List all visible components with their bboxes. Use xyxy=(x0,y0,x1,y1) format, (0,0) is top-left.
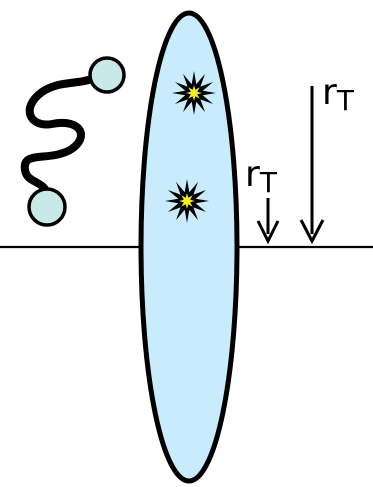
short-arrow xyxy=(258,198,278,241)
rt-near-label: rT xyxy=(245,154,278,199)
rt-near-main: r xyxy=(245,154,260,195)
rt-far-label: rT xyxy=(322,72,355,117)
molecule-icon xyxy=(25,58,124,225)
starburst-core xyxy=(186,85,202,101)
starburst-core xyxy=(179,193,195,209)
rt-near-sub: T xyxy=(259,166,278,199)
molecule-bottom-ball xyxy=(29,189,65,225)
molecule-squiggle xyxy=(25,78,95,196)
rt-far-main: r xyxy=(322,72,337,113)
molecule-top-ball xyxy=(90,58,124,92)
long-arrow xyxy=(301,86,323,241)
rt-far-sub: T xyxy=(336,84,355,117)
